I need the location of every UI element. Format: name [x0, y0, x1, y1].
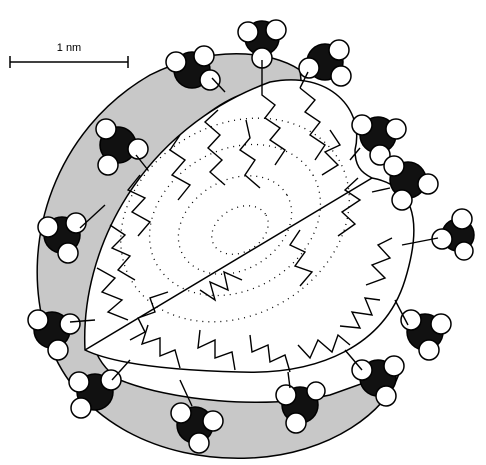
methyl-group — [384, 156, 438, 210]
scale-bar-label: 1 nm — [57, 42, 81, 54]
methyl-group — [299, 40, 351, 86]
methyl-group — [401, 310, 451, 360]
scale-bar: 1 nm — [10, 42, 128, 68]
methyl-group — [432, 209, 474, 260]
